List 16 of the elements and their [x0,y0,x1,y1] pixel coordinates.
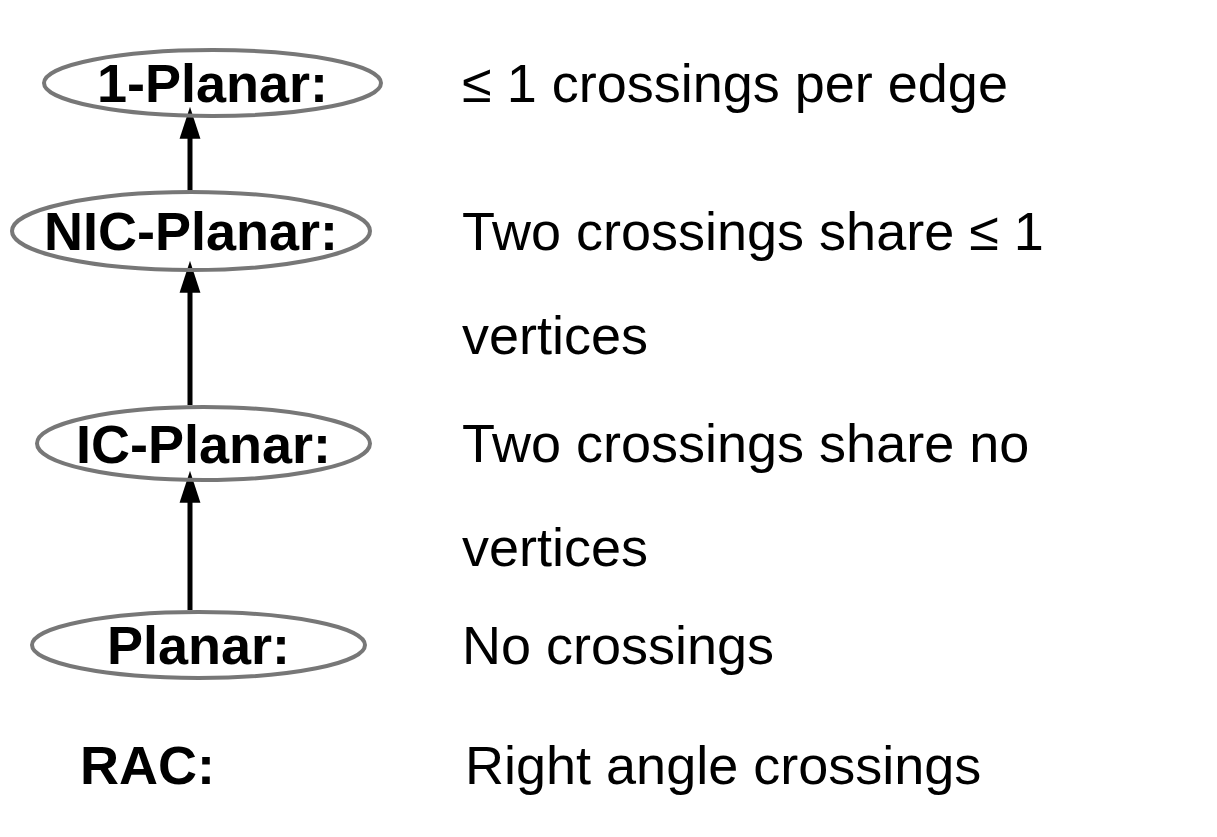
description-text: ≤ 1 crossings per edge [462,52,1009,115]
arrow [179,470,201,610]
ellipse-node [42,48,383,118]
description-text: No crossings [462,614,776,677]
arrow [179,106,201,190]
description-text: Two crossings share no vertices [462,412,1031,579]
description-text: Two crossings share ≤ 1 vertices [462,200,1045,367]
node-label: IC-Planar: [75,416,332,471]
ellipse-node [30,610,367,680]
ellipse-node [35,405,372,482]
node-label: NIC-Planar: [43,204,338,258]
arrow [179,260,201,405]
row-label: RAC: [80,738,215,792]
node-label: Planar: [106,618,291,672]
ellipse-node [10,190,372,272]
node-label: 1-Planar: [96,56,329,110]
